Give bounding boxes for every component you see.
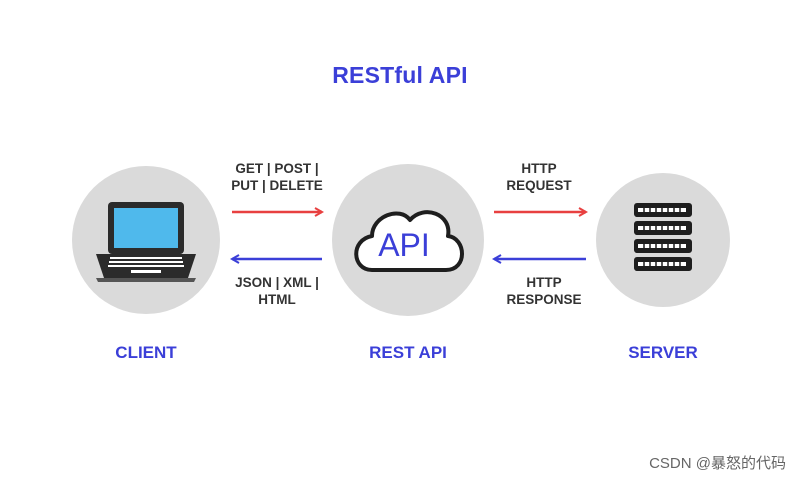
edge-label-line: JSON | XML | <box>235 275 319 290</box>
server-label: SERVER <box>628 343 698 362</box>
edge-label-line: RESPONSE <box>506 292 582 307</box>
edge-label-line: REQUEST <box>506 178 572 193</box>
cloud-icon <box>354 210 464 272</box>
watermark: CSDN @暴怒的代码 <box>649 455 786 472</box>
cloud-api-text: API <box>378 227 430 263</box>
edge-label-line: HTTP <box>526 275 562 290</box>
client-node <box>72 166 220 314</box>
edge-label-line: GET | POST | <box>235 161 319 176</box>
edge-label-line: HTTP <box>521 161 557 176</box>
server-node <box>596 173 730 307</box>
client-label: CLIENT <box>115 343 177 362</box>
rest-api-node: API <box>332 164 484 316</box>
edge-label-api-to-client: JSON | XML | HTML <box>222 274 332 308</box>
edge-label-api-to-server: HTTP REQUEST <box>484 160 594 194</box>
rest-api-label: REST API <box>369 343 447 362</box>
edge-label-server-to-api: HTTP RESPONSE <box>484 274 604 308</box>
diagram-title: RESTful API <box>332 62 468 88</box>
laptop-icon <box>96 202 196 282</box>
edge-label-line: HTML <box>258 292 296 307</box>
edge-label-client-to-api: GET | POST | PUT | DELETE <box>222 160 332 194</box>
server-rack-icon <box>634 203 692 271</box>
edge-label-line: PUT | DELETE <box>231 178 323 193</box>
